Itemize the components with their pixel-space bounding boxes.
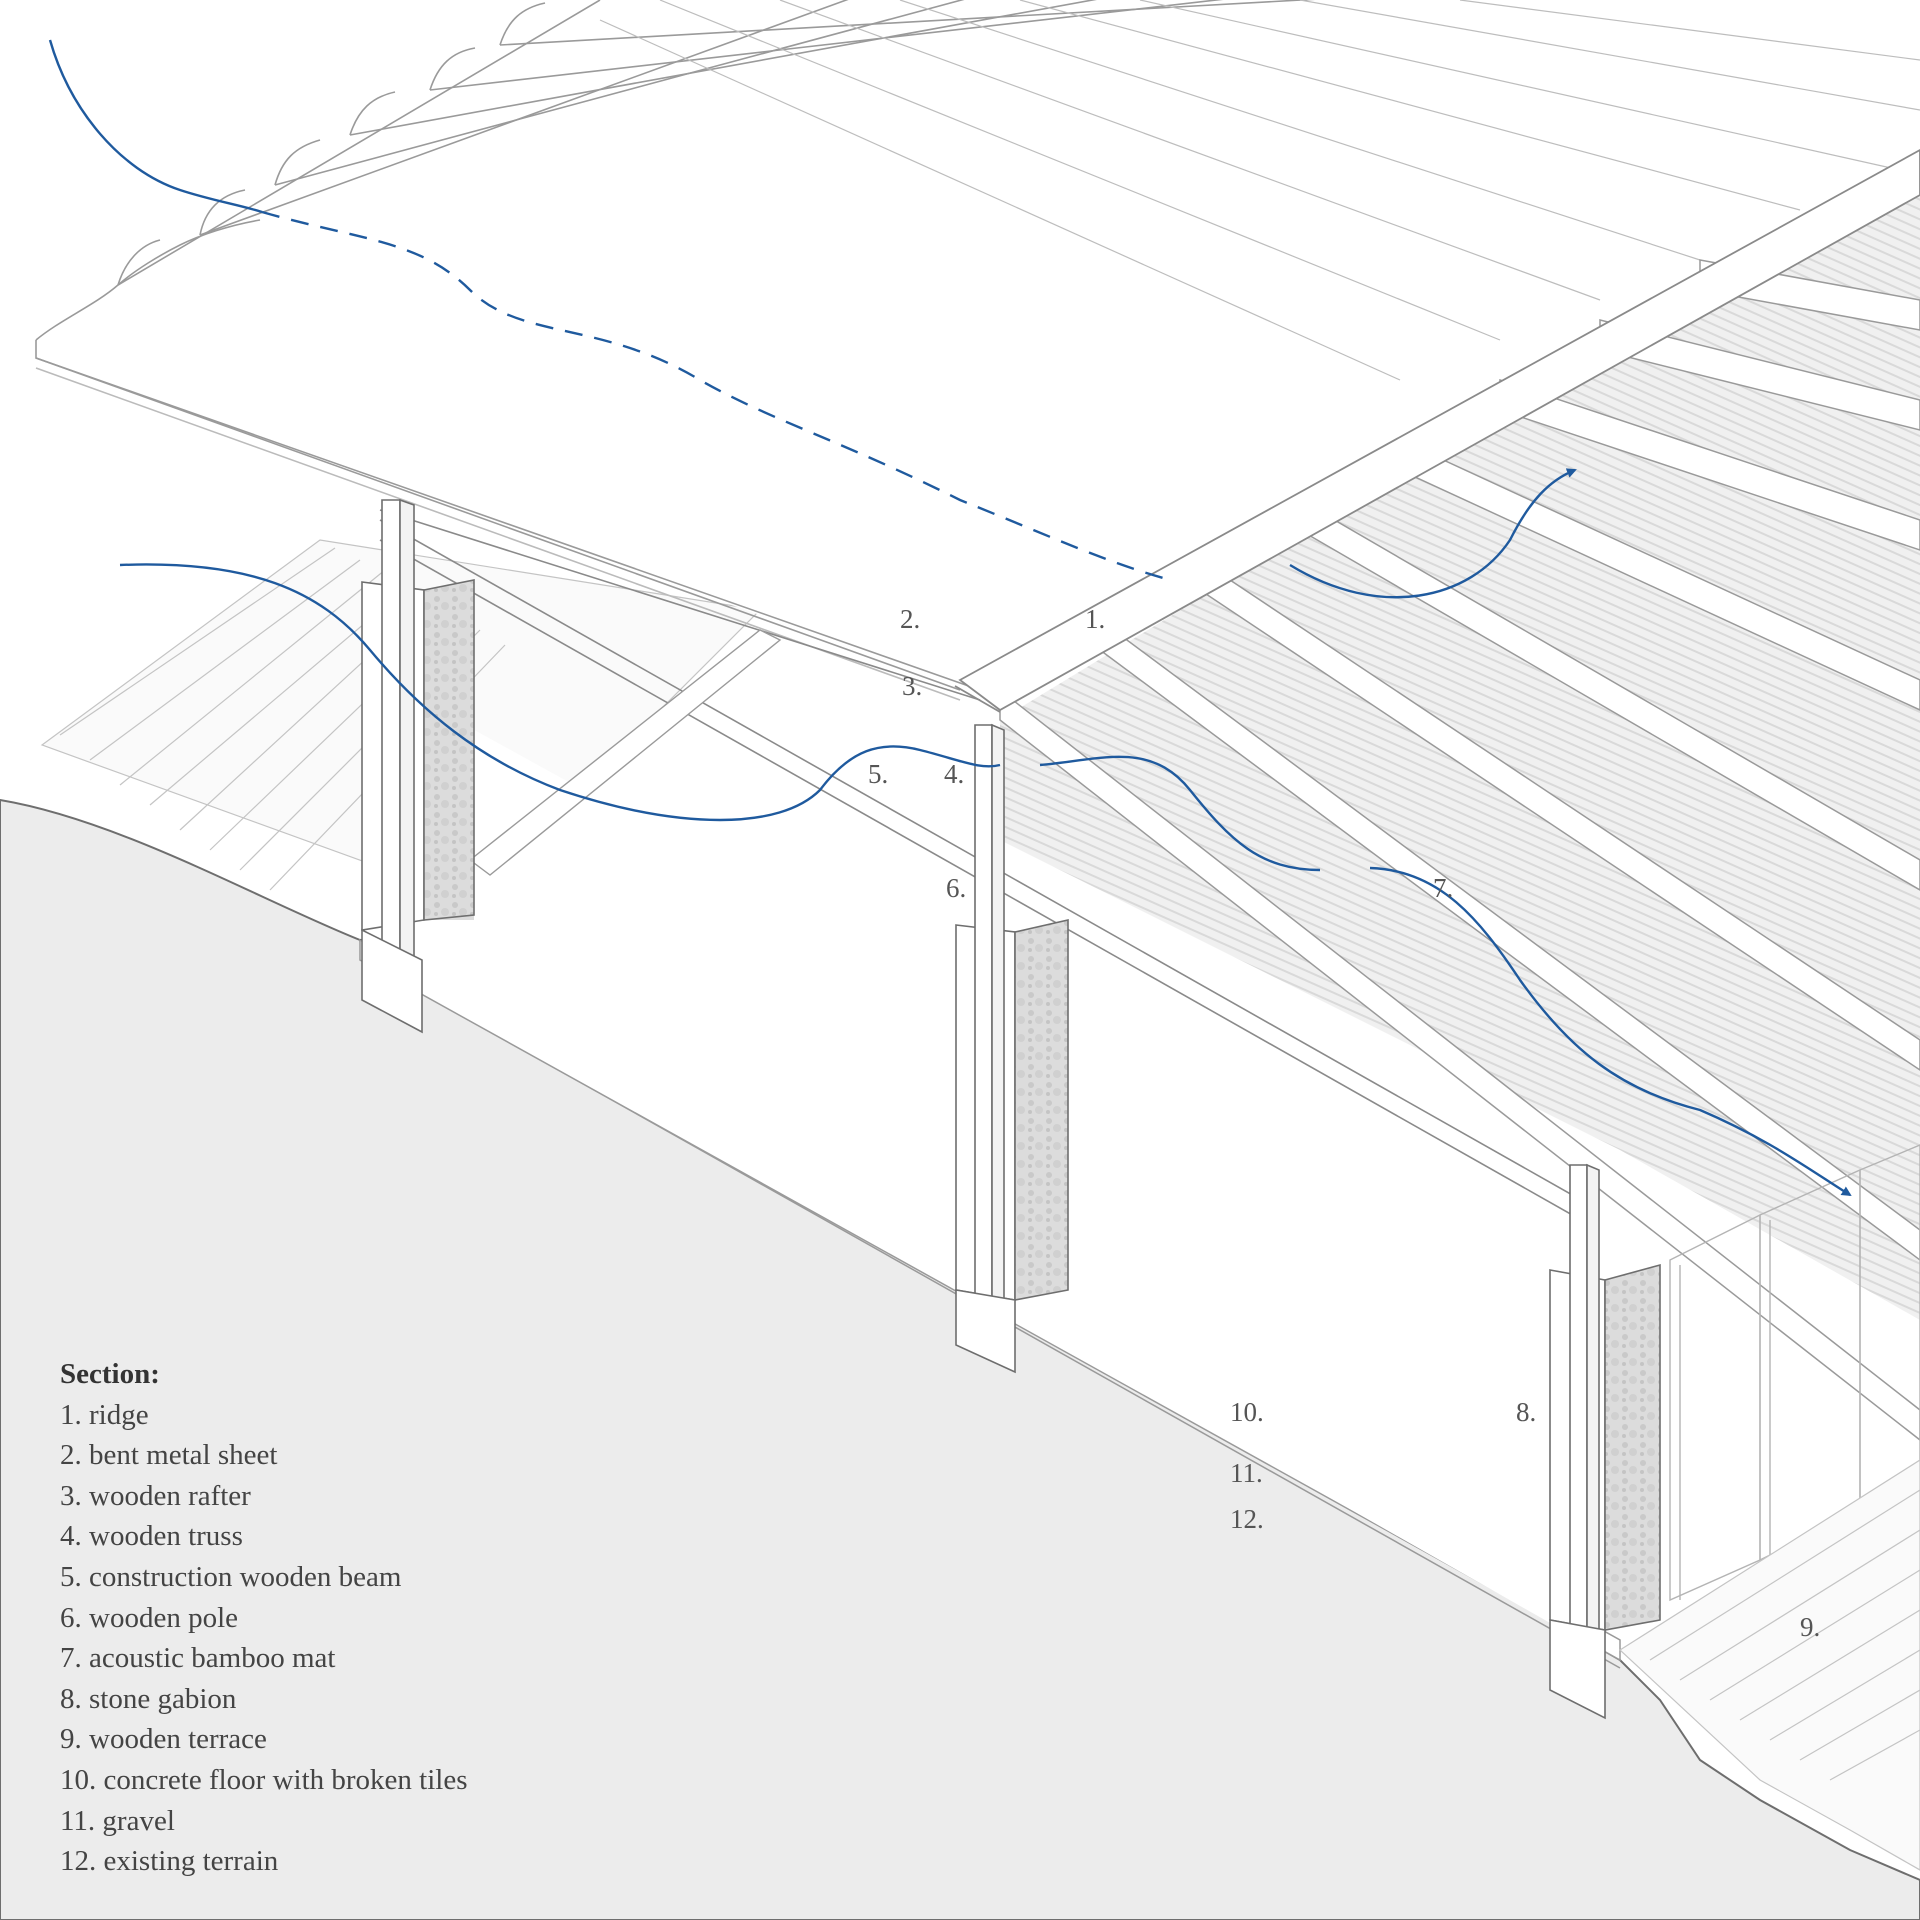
- wooden-terrace: [1619, 1459, 1920, 1871]
- airflow-lower-end: [1369, 866, 1852, 1197]
- callout-3: 3.: [902, 671, 922, 701]
- airflow-upper-dashed: [261, 210, 1171, 582]
- airflow-lower-right: [1039, 755, 1321, 872]
- pole-gabion-left: [361, 498, 475, 1034]
- callout-12: 12.: [1230, 1504, 1264, 1534]
- legend-item-2: 2. bent metal sheet: [60, 1439, 278, 1472]
- legend-item-11: 11. gravel: [60, 1804, 175, 1837]
- legend-item-9: 9. wooden terrace: [60, 1723, 267, 1756]
- callout-2: 2.: [900, 604, 920, 634]
- callout-7: 7.: [1433, 873, 1453, 903]
- legend-item-10: 10. concrete floor with broken tiles: [60, 1763, 468, 1796]
- airflow-lines: [48, 39, 1852, 1197]
- callout-9: 9.: [1800, 1612, 1820, 1642]
- legend: Section: 1. ridge 2. bent metal sheet 3.…: [60, 1354, 468, 1882]
- legend-item-1: 1. ridge: [60, 1398, 149, 1431]
- callout-10: 10.: [1230, 1397, 1264, 1427]
- roof-sheet: [35, 0, 1920, 701]
- pole-gabion-right: [1549, 1163, 1661, 1720]
- legend-item-8: 8. stone gabion: [60, 1682, 237, 1715]
- airflow-upper: [48, 39, 263, 214]
- pole-gabion-middle: [955, 723, 1069, 1374]
- callout-11: 11.: [1230, 1458, 1263, 1488]
- legend-item-3: 3. wooden rafter: [60, 1479, 251, 1512]
- legend-item-7: 7. acoustic bamboo mat: [60, 1642, 336, 1675]
- callout-1: 1.: [1085, 604, 1105, 634]
- roof-corrugation-lines: [599, 0, 1920, 381]
- callout-6: 6.: [946, 873, 966, 903]
- callout-labels: 1. 2. 3. 4. 5. 6. 7. 8. 9. 10. 11. 12.: [868, 604, 1820, 1642]
- airflow-lower: [119, 563, 1001, 822]
- rafters: [999, 259, 1920, 1441]
- legend-item-6: 6. wooden pole: [60, 1601, 238, 1634]
- legend-item-4: 4. wooden truss: [60, 1520, 243, 1553]
- callout-5: 5.: [868, 759, 888, 789]
- callout-8: 8.: [1516, 1397, 1536, 1427]
- legend-item-12: 12. existing terrain: [60, 1845, 279, 1878]
- callout-4: 4.: [944, 759, 964, 789]
- airflow-upper-end: [1289, 468, 1577, 599]
- construction-beam: [468, 629, 782, 876]
- existing-terrain: [0, 798, 1920, 1920]
- legend-title: Section:: [60, 1358, 160, 1390]
- legend-item-5: 5. construction wooden beam: [60, 1560, 402, 1593]
